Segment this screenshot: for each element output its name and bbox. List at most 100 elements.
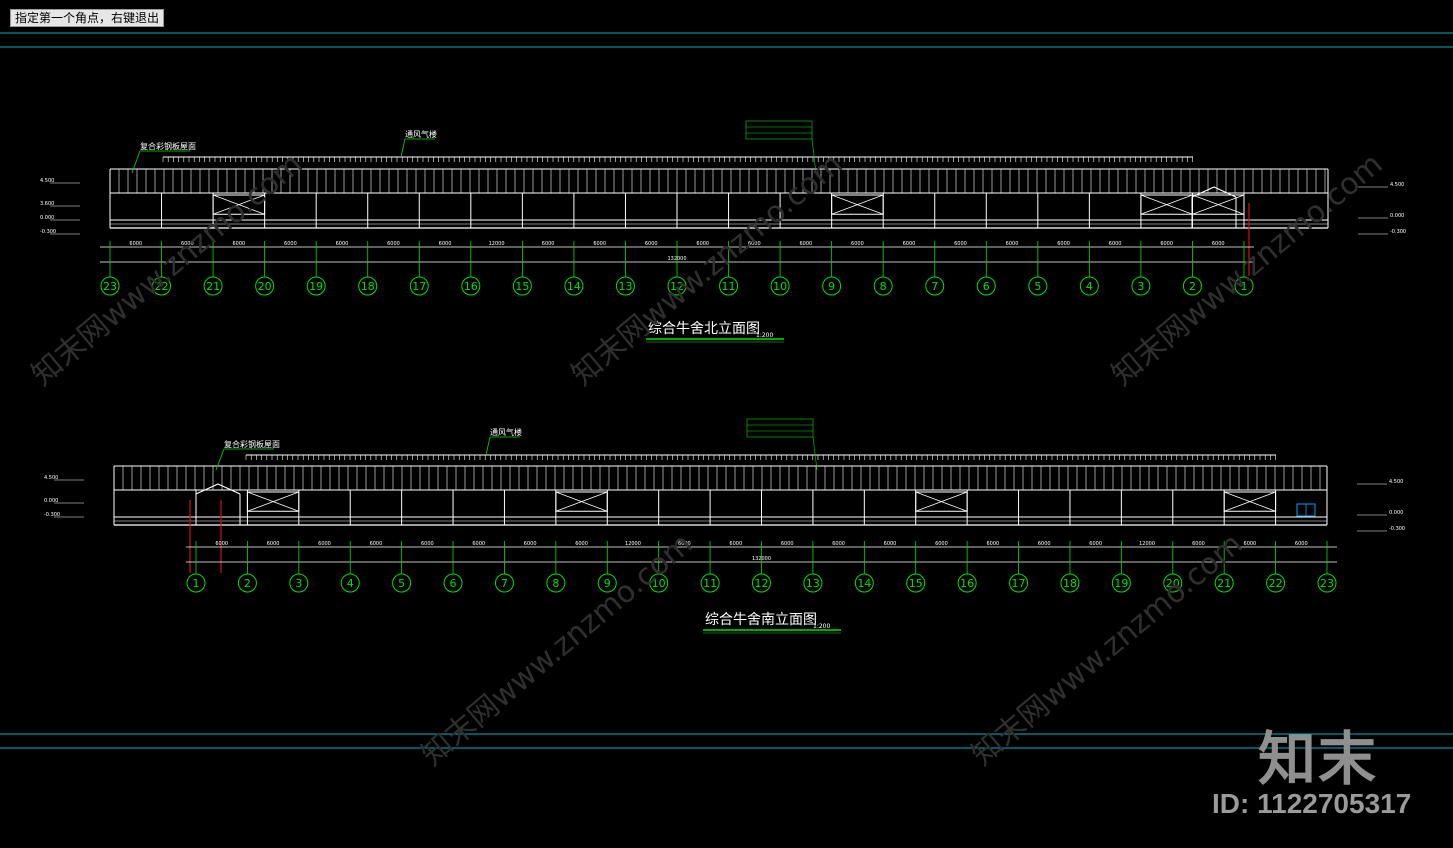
axis-bubble (340, 573, 360, 593)
level-value-left: 0.000 (44, 498, 58, 504)
level-value-right: -0.300 (1389, 526, 1405, 532)
bay-dimension: 6000 (799, 241, 812, 247)
axis-bubble (564, 276, 584, 296)
bay-dimension: 6000 (336, 241, 349, 247)
axis-bubble (597, 573, 617, 593)
axis-number: 19 (309, 280, 323, 293)
label-leader (215, 448, 225, 471)
axis-bubble (957, 573, 977, 593)
brace-diagonal (212, 194, 265, 215)
brace-diagonal (247, 491, 299, 512)
entrance-gable (195, 483, 241, 495)
watermark-logo: 知末 (1258, 725, 1379, 793)
axis-bubble (512, 276, 532, 296)
axis-bubble (752, 573, 771, 593)
bay-dimension: 6000 (851, 241, 864, 247)
level-value-right: 4.500 (1389, 479, 1403, 485)
brace-diagonal (1140, 194, 1193, 215)
axis-number: 17 (412, 280, 426, 293)
label-leader (131, 150, 141, 174)
axis-number: 7 (501, 577, 508, 590)
bay-dimension: 6000 (903, 241, 916, 247)
bay-dimension: 6000 (593, 241, 606, 247)
axis-bubble (1182, 276, 1202, 296)
bay-dimension: 6000 (421, 541, 434, 547)
axis-bubble (1234, 276, 1254, 296)
bay-dimension: 6000 (215, 541, 228, 547)
axis-number: 14 (857, 577, 871, 590)
axis-number: 5 (1034, 280, 1041, 293)
axis-number: 4 (347, 577, 354, 590)
axis-bubble (770, 276, 790, 296)
axis-number: 11 (703, 577, 717, 590)
vent-label: 通风气楼 (490, 427, 522, 437)
elevation-title: 综合牛舍北立面图 (648, 321, 760, 337)
level-value-left: 0.000 (40, 215, 54, 221)
bay-dimension: 6000 (832, 541, 845, 547)
bay-dimension: 6000 (781, 541, 794, 547)
bay-dimension: 6000 (524, 541, 537, 547)
bay-dimension: 6000 (1212, 241, 1225, 247)
axis-bubble (358, 276, 378, 296)
axis-number: 21 (1217, 577, 1231, 590)
axis-bubble (854, 573, 874, 593)
level-value-left: -0.300 (40, 229, 56, 235)
axis-bubble (925, 276, 945, 296)
braced-bay (1223, 491, 1277, 512)
label-leader (400, 138, 406, 158)
axis-number: 20 (258, 280, 272, 293)
braced-bay (831, 194, 884, 215)
brace-diagonal (1192, 194, 1245, 215)
entrance-gable (1191, 186, 1237, 198)
axis-bubble (1060, 573, 1080, 593)
bay-dimension: 6000 (284, 241, 297, 247)
total-dimension: 132000 (667, 256, 686, 262)
axis-number: 15 (515, 280, 529, 293)
bay-dimension: 6000 (1160, 241, 1173, 247)
bay-dimension: 6000 (575, 541, 588, 547)
level-value-left: 4.500 (44, 475, 58, 481)
bay-dimension: 6000 (935, 541, 948, 547)
spec-table (746, 418, 814, 438)
axis-number: 3 (295, 577, 302, 590)
axis-bubble (100, 276, 120, 296)
brace-diagonal (831, 194, 884, 215)
elevation-title: 综合牛舍南立面图 (705, 612, 817, 628)
axis-number: 8 (552, 577, 559, 590)
bay-dimension: 6000 (645, 241, 658, 247)
axis-bubble (1131, 276, 1151, 296)
braced-bay (212, 194, 266, 215)
total-dimension: 132000 (752, 556, 771, 562)
bay-dimension: 12000 (625, 541, 641, 547)
axis-number: 1 (193, 577, 200, 590)
level-value-right: 0.000 (1389, 510, 1403, 516)
axis-number: 13 (806, 577, 820, 590)
spec-table-leader (811, 138, 817, 174)
axis-number: 15 (909, 577, 923, 590)
axis-number: 16 (960, 577, 974, 590)
axis-number: 1 (1241, 280, 1248, 293)
spec-table-leader (812, 436, 818, 471)
axis-bubble (1214, 573, 1234, 593)
roof-material-label: 复合彩钢板屋面 (224, 439, 280, 449)
axis-bubble (255, 276, 275, 296)
axis-number: 18 (361, 280, 375, 293)
bay-dimension: 6000 (181, 241, 194, 247)
bay-dimension: 6000 (267, 541, 280, 547)
elevation-scale: 1:200 (813, 623, 830, 630)
axis-bubble (306, 276, 326, 296)
axis-bubble (1266, 573, 1286, 593)
axis-number: 9 (828, 280, 835, 293)
bay-dimension: 6000 (542, 241, 555, 247)
bay-dimension: 6000 (1244, 541, 1257, 547)
level-value-left: 3.600 (40, 201, 54, 207)
axis-number: 17 (1012, 577, 1026, 590)
axis-bubble (152, 276, 172, 296)
bay-dimension: 12000 (489, 241, 505, 247)
bay-dimension: 12000 (1139, 541, 1155, 547)
axis-bubble (667, 276, 687, 296)
axis-bubble (615, 276, 635, 296)
bay-dimension: 6000 (1089, 541, 1102, 547)
bay-dimension: 6000 (387, 241, 400, 247)
